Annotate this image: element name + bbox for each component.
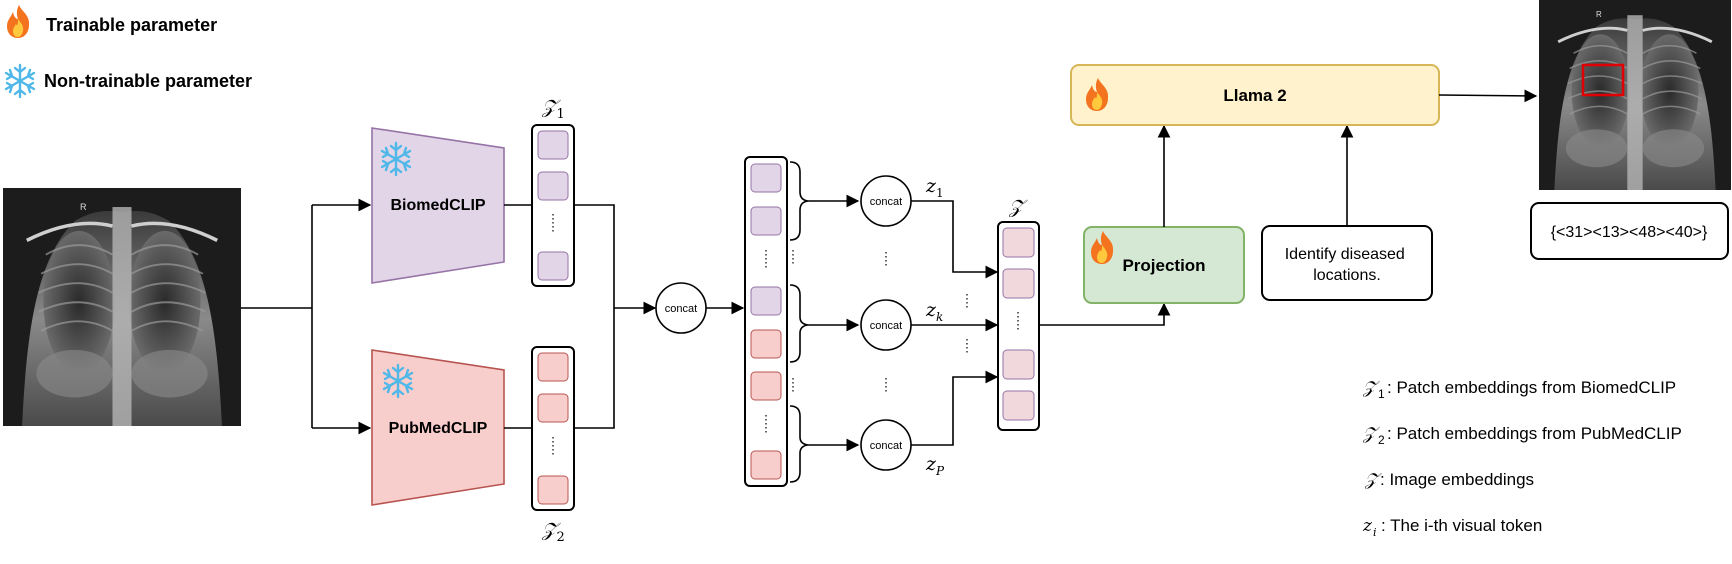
symbol-legend: 𝒵 1 : Patch embeddings from BiomedCLIP 𝒵… — [1362, 378, 1682, 539]
output-xray-image: R — [1539, 0, 1731, 190]
grouping-braces — [789, 161, 860, 483]
svg-text:: Patch embeddings from PubMed: : Patch embeddings from PubMedCLIP — [1387, 424, 1682, 443]
svg-text:concat: concat — [870, 440, 902, 452]
biomedclip-encoder: BiomedCLIP — [371, 127, 505, 284]
token-connectors — [911, 200, 999, 446]
llama-label: Llama 2 — [1223, 86, 1286, 105]
svg-text:z: z — [1362, 516, 1373, 536]
ellipsis-dots — [792, 250, 968, 394]
pubmedclip-label: PubMedCLIP — [389, 420, 488, 437]
z1-patch-column — [531, 124, 575, 287]
snowflake-icon — [4, 63, 36, 99]
svg-text:concat: concat — [665, 303, 697, 315]
concat-node-k: concat — [860, 299, 912, 351]
fire-icon — [7, 5, 30, 38]
svg-text:: The i-th visual token: : The i-th visual token — [1381, 516, 1542, 535]
key-non-trainable: Non-trainable parameter — [4, 63, 252, 99]
zk-token-symbol: zk — [925, 299, 943, 324]
svg-text:: Image embeddings: : Image embeddings — [1380, 470, 1534, 489]
projection-label: Projection — [1122, 256, 1205, 275]
z-symbol: 𝒵 — [1008, 196, 1028, 218]
key-trainable: Trainable parameter — [7, 5, 217, 38]
predicted-bounding-box — [1581, 63, 1625, 97]
input-xray-image: R — [3, 188, 241, 426]
output-coordinates-text: {<31><13><48><40>} — [1551, 224, 1708, 241]
concatenated-patch-column — [744, 156, 788, 487]
zp-token-symbol: zP — [925, 453, 945, 478]
z1-token-symbol: z1 — [925, 175, 944, 200]
encoder-connectors — [504, 204, 657, 429]
z2-symbol: 𝒵2 — [541, 519, 565, 545]
svg-text:𝒵: 𝒵 — [1364, 470, 1382, 490]
z2-patch-column — [531, 346, 575, 511]
svg-text:2: 2 — [1378, 433, 1385, 447]
biomedclip-label: BiomedCLIP — [390, 197, 485, 214]
concat-node-p: concat — [860, 419, 912, 471]
pubmedclip-encoder: PubMedCLIP — [371, 349, 505, 506]
svg-text:i: i — [1373, 526, 1377, 539]
svg-text:𝒵: 𝒵 — [1362, 378, 1380, 398]
legend-item-zi: z i : The i-th visual token — [1362, 516, 1542, 539]
svg-text:𝒵: 𝒵 — [1362, 424, 1380, 444]
svg-text:1: 1 — [1378, 387, 1385, 401]
svg-text:concat: concat — [870, 196, 902, 208]
legend-item-z2: 𝒵 2 : Patch embeddings from PubMedCLIP — [1362, 424, 1682, 447]
llama-module: Llama 2 — [1070, 64, 1440, 126]
concat-node-main: concat — [655, 282, 707, 334]
legend-item-z: 𝒵 : Image embeddings — [1364, 470, 1534, 490]
input-connectors — [241, 198, 372, 435]
key-trainable-label: Trainable parameter — [46, 15, 217, 35]
svg-text:concat: concat — [870, 320, 902, 332]
z1-symbol: 𝒵1 — [541, 96, 565, 122]
output-coordinates-box: {<31><13><48><40>} — [1530, 202, 1729, 260]
llama-to-output-arrow — [1438, 89, 1538, 103]
svg-text:: Patch embeddings from Biomed: : Patch embeddings from BiomedCLIP — [1387, 378, 1676, 397]
xray-marker: R — [80, 202, 87, 212]
prompt-box: Identify diseased locations. — [1261, 225, 1433, 301]
svg-text:R: R — [1596, 10, 1602, 19]
legend-item-z1: 𝒵 1 : Patch embeddings from BiomedCLIP — [1362, 378, 1676, 401]
image-embedding-column — [997, 221, 1040, 431]
prompt-text: Identify diseased locations. — [1285, 246, 1410, 284]
z-to-projection-arrow — [1039, 302, 1171, 326]
key-non-trainable-label: Non-trainable parameter — [44, 71, 252, 91]
concat-node-1: concat — [860, 175, 912, 227]
projection-module: Projection — [1083, 226, 1245, 304]
